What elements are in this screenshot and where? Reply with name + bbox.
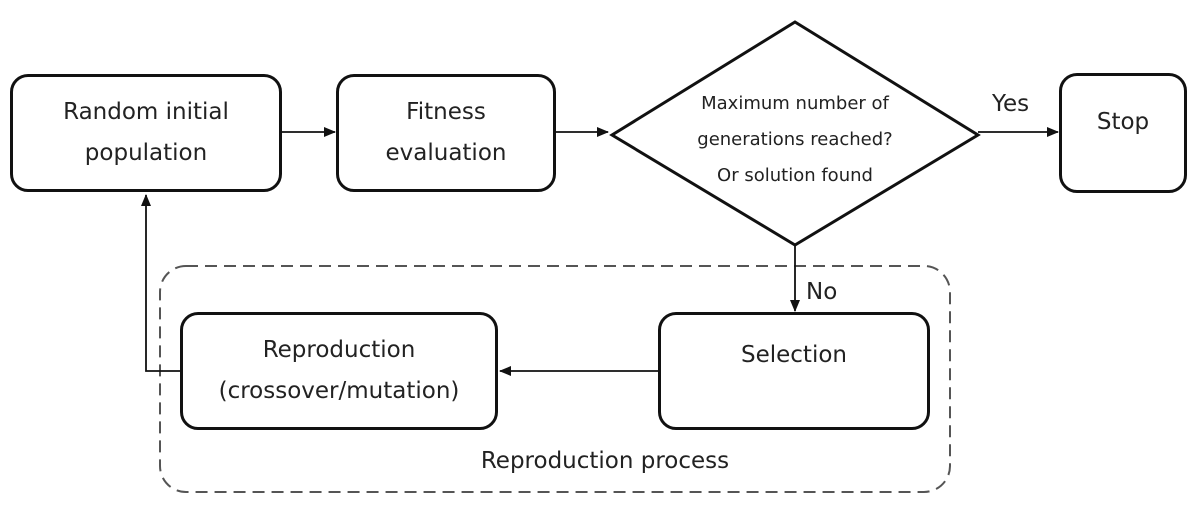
decision-line-2: generations reached?	[697, 129, 893, 150]
reproduction-process-label: Reproduction process	[480, 448, 730, 474]
decision-text: Maximum number of generations reached? O…	[640, 86, 950, 194]
stop-box: Stop	[1059, 73, 1187, 193]
yes-label: Yes	[992, 91, 1030, 117]
stop-label: Stop	[1096, 109, 1150, 135]
start-line-2: population	[84, 140, 208, 166]
arrow-reproduction-to-start	[141, 194, 181, 372]
selection-label: Selection	[741, 342, 847, 368]
start-line-1: Random initial	[63, 99, 229, 125]
fitness-line-2: evaluation	[385, 140, 507, 166]
fitness-line-1: Fitness	[406, 99, 486, 125]
reproduction-line-2: (crossover/mutation)	[218, 378, 460, 404]
no-label: No	[806, 279, 838, 305]
fitness-evaluation-box: Fitness evaluation	[336, 74, 556, 192]
reproduction-line-1: Reproduction	[262, 337, 416, 363]
reproduction-process-group	[159, 265, 951, 493]
reproduction-box: Reproduction (crossover/mutation)	[180, 312, 498, 430]
decision-line-1: Maximum number of	[701, 93, 889, 114]
decision-line-3: Or solution found	[717, 165, 873, 186]
random-initial-population-box: Random initial population	[10, 74, 282, 192]
selection-box: Selection	[658, 312, 930, 430]
